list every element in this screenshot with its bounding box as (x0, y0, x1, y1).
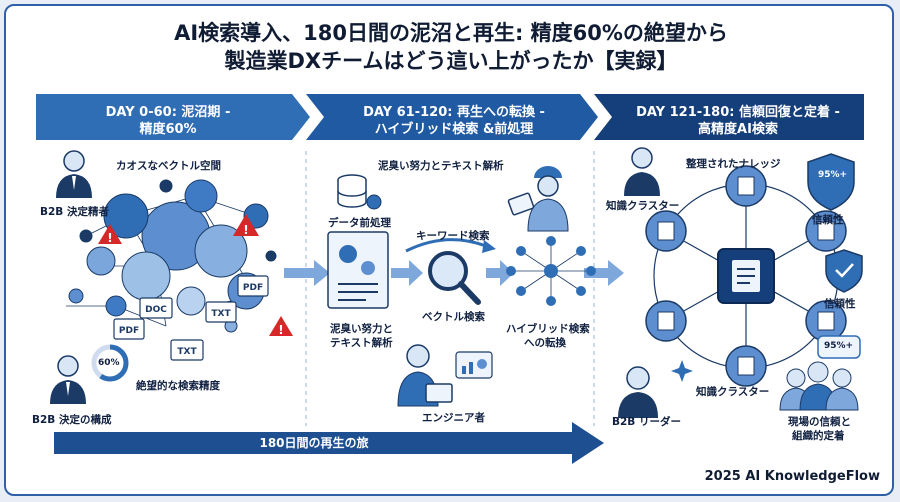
speech-bubble (817, 335, 861, 359)
keyword-search-label: キーワード検索 (416, 230, 490, 242)
leader-label: B2B リーダー (612, 416, 681, 428)
title-line-1: AI検索導入、180日間の泥沼と再生: 精度60%の絶望から (174, 21, 728, 45)
cluster-bottom-label: 知識クラスター (696, 386, 770, 398)
chaos-vector-nodes (68, 179, 277, 333)
doc-tag-doc: DOC (145, 305, 167, 315)
title-line-2: 製造業DXチームはどう這い上がったか【実録】 (224, 49, 678, 73)
infographic-frame: AI検索導入、180日間の泥沼と再生: 精度60%の絶望から 製造業DXチームは… (4, 4, 894, 496)
phase-banner-1-shape (36, 94, 310, 140)
effort-label: 泥臭い努力とテキスト解析 (378, 160, 504, 172)
phase-2-line-2: ハイブリッド検索 &前処理 (374, 122, 534, 137)
accuracy-label: 絶望的な検索精度 (136, 380, 220, 392)
person-avatar-worried (50, 355, 86, 404)
hybrid-network-nodes (506, 236, 596, 306)
gauge-ring-fill (91, 344, 129, 382)
hybrid-caption-line-1: ハイブリッド検索 (506, 323, 590, 335)
svg-text:!: ! (107, 231, 112, 245)
field-trust-line-2: 組織的定着 (792, 430, 845, 442)
phase-1-line-2: 精度60% (139, 122, 197, 137)
chaos-label: カオスなベクトル空間 (116, 160, 221, 172)
field-trust-line-1: 現場の信頼と (788, 416, 851, 428)
hybrid-network-icon (511, 241, 591, 301)
gear-icon (366, 194, 382, 210)
keyword-search-arrow (405, 238, 487, 253)
svg-text:!: ! (278, 323, 283, 337)
bubble-badge: 95%+ (824, 341, 854, 351)
doc-tag-pdf-1: PDF (243, 283, 263, 293)
engineer-label: エンジニア者 (422, 412, 485, 424)
svg-text:!: ! (243, 223, 248, 237)
cluster-top-label: 知識クラスター (606, 200, 680, 212)
team-avatars (779, 361, 859, 411)
journey-label: 180日間の再生の旅 (259, 436, 369, 450)
phase-banner-3: DAY 121-180: 信頼回復と定着 - 高精度AI検索 (612, 98, 864, 144)
journey-arrow-head (572, 422, 604, 464)
person-avatar (56, 150, 92, 198)
sparkle-icon (671, 360, 693, 382)
phase-1-line-1: DAY 0-60: 泥沼期 - (105, 105, 231, 120)
phase-banner-3-shape (594, 94, 864, 140)
doc-tag-txt-1: TXT (211, 309, 231, 319)
processing-document-icon (327, 231, 389, 309)
effort-caption-line-1: 泥臭い努力と (330, 323, 393, 335)
doc-tag-shapes (113, 275, 269, 361)
phase-banner-1: DAY 0-60: 泥沼期 - 精度60% (40, 98, 296, 144)
diagram-illustration: PDF DOC TXT TXT PDF !!! (50, 147, 863, 464)
trust-label-1: 信頼性 (812, 214, 844, 226)
hybrid-caption-line-2: への転換 (524, 337, 566, 349)
phase-3-line-1: DAY 121-180: 信頼回復と定着 - (636, 105, 840, 120)
magnifier-icon (428, 251, 481, 305)
effort-caption-line-2: テキスト解析 (330, 337, 393, 349)
brand-label: 2025 AI KnowledgeFlow (704, 469, 880, 484)
data-prep-label: データ前処理 (328, 217, 391, 229)
warning-icon (98, 214, 293, 336)
phase-banner-2-shape (306, 94, 598, 140)
phase-3-line-2: 高精度AI検索 (698, 122, 778, 137)
doc-tag-pdf-2: PDF (119, 326, 139, 336)
vector-search-label: ベクトル検索 (422, 311, 485, 323)
person-top-label: B2B 決定精者 (40, 206, 109, 218)
engineer-avatar (397, 344, 493, 407)
person-bottom-label: B2B 決定の構成 (32, 414, 112, 426)
phase-2-line-1: DAY 61-120: 再生への転換 - (363, 105, 545, 120)
database-icon (337, 174, 367, 208)
trust-label-2: 信頼性 (824, 298, 856, 310)
worker-avatar (507, 166, 569, 232)
journey-arrow-body (54, 432, 574, 454)
doc-tag-txt-2: TXT (177, 347, 197, 357)
shield-badge: 95%+ (818, 170, 848, 180)
phase-banners (36, 94, 864, 140)
knowledge-label: 整理されたナレッジ (686, 158, 781, 170)
leader-avatar (618, 147, 660, 418)
phase-banner-2: DAY 61-120: 再生への転換 - ハイブリッド検索 &前処理 (324, 98, 584, 144)
shield-icon (807, 153, 855, 211)
shield-check-icon (825, 249, 863, 293)
gauge-value: 60% (98, 358, 120, 368)
cluster-document-icons (657, 176, 835, 376)
